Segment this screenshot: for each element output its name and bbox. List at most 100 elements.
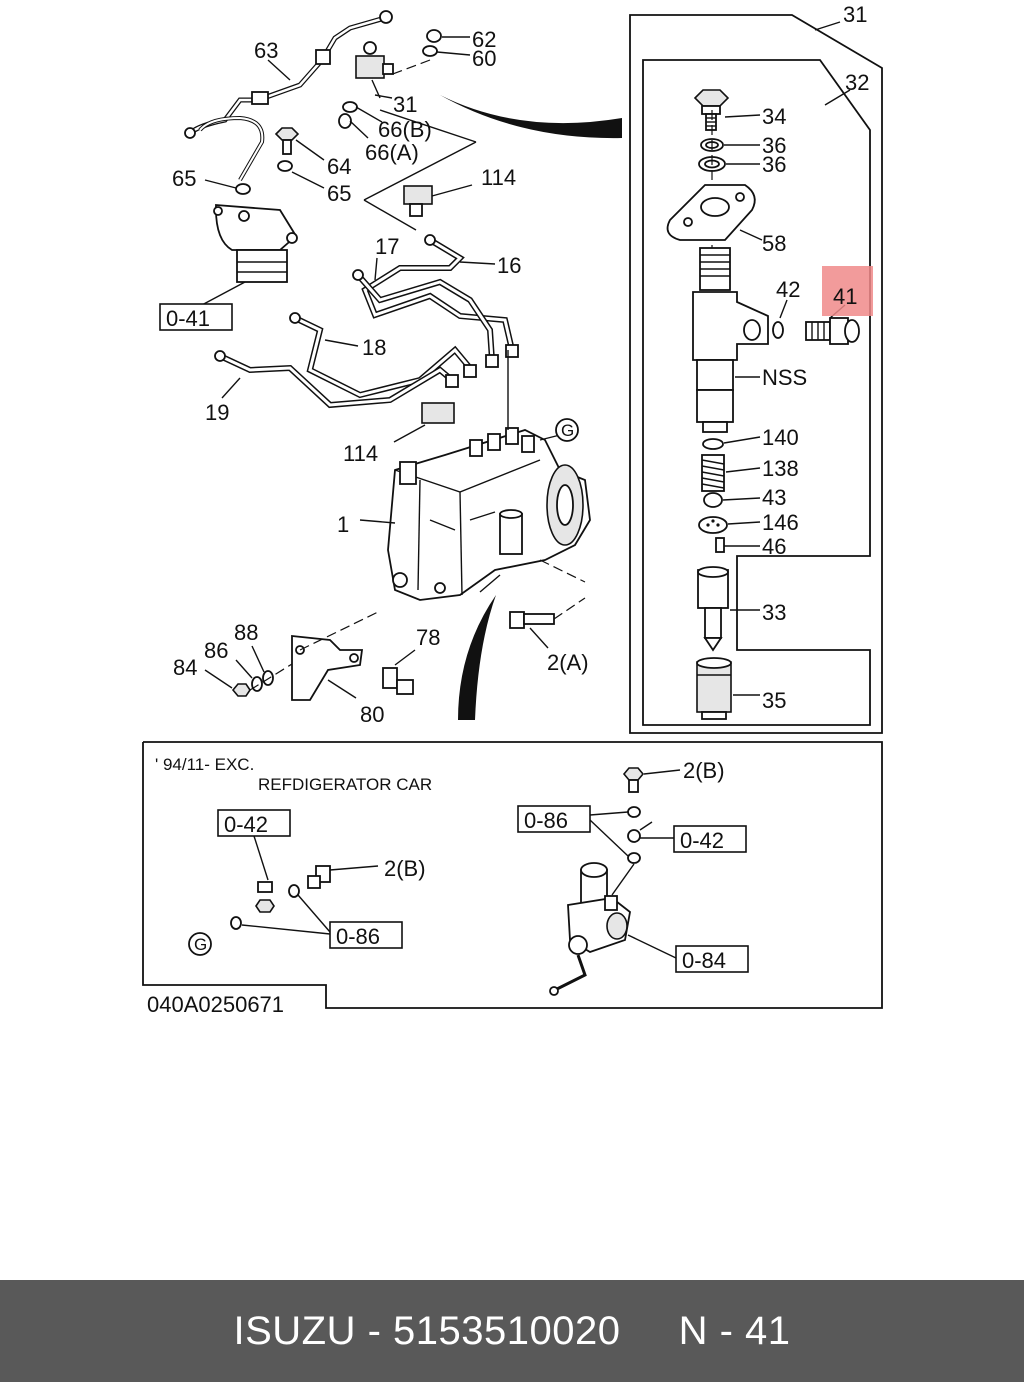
label-46: 46: [762, 534, 786, 559]
label-2a: 2(A): [547, 650, 589, 675]
injector-inset: 31 32 34 36 36 58 42 41 NSS 140 138 43 1…: [629, 2, 883, 734]
washer-icon: [422, 45, 438, 57]
bracket-icon: [291, 635, 364, 701]
label-17: 17: [375, 234, 399, 259]
bolt-icon: [274, 127, 300, 155]
label-35: 35: [762, 688, 786, 713]
label-63: 63: [254, 38, 278, 63]
label-84: 84: [173, 655, 197, 680]
ref-box-0-86[interactable]: [329, 921, 403, 949]
spring-seat-icon: [703, 492, 723, 508]
washer-icon: [772, 321, 784, 339]
bolt-icon: [622, 767, 645, 793]
spring-icon: [701, 454, 725, 492]
label-16: 16: [497, 253, 521, 278]
label-58: 58: [762, 231, 786, 256]
ref-label: 0-42: [680, 828, 724, 853]
label-138: 138: [762, 456, 799, 481]
pipe-clip-icon: [421, 402, 455, 424]
label-65: 65: [172, 166, 196, 191]
washer-icon: [262, 670, 274, 686]
label-19: 19: [205, 400, 229, 425]
label-36: 36: [762, 133, 786, 158]
washer-icon: [702, 438, 724, 450]
nut-icon: [231, 683, 251, 697]
label-18: 18: [362, 335, 386, 360]
injection-pump-icon: [387, 427, 591, 601]
label-64: 64: [327, 154, 351, 179]
bolt-icon: [693, 89, 730, 131]
label-66a: 66(A): [365, 140, 419, 165]
callout-swoosh: [440, 95, 622, 139]
label-nss: NSS: [762, 365, 807, 390]
ref-label: 0-84: [682, 948, 726, 973]
washer-icon: [235, 183, 251, 195]
callout-swoosh: [458, 595, 496, 720]
label-78: 78: [416, 625, 440, 650]
bolt-icon: [382, 667, 414, 695]
nozzle-holder-icon: [692, 247, 769, 433]
footer-part-number: ISUZU - 5153510020 N - 41: [233, 1308, 791, 1353]
note-vehicle: REFDIGERATOR CAR: [258, 775, 432, 794]
label-86: 86: [204, 638, 228, 663]
feed-pump-icon: [549, 862, 635, 996]
label-88: 88: [234, 620, 258, 645]
bolt-icon: [509, 611, 555, 629]
ref-box-0-86[interactable]: [517, 805, 591, 833]
label-g: G: [194, 935, 207, 954]
washer-icon: [342, 101, 358, 113]
diagram-code: 040A0250671: [147, 992, 284, 1017]
ground-point-icon: [188, 932, 212, 956]
ref-label: 0-41: [166, 306, 210, 331]
union-fitting-icon: [805, 317, 860, 345]
label-g: G: [561, 421, 574, 440]
washer-icon: [627, 852, 641, 864]
label-34: 34: [762, 104, 786, 129]
bolt-icon: [307, 865, 331, 889]
ref-box-0-42[interactable]: [673, 825, 747, 853]
ref-box-0-42[interactable]: [217, 809, 291, 837]
parts-diagram: 31 32 34 36 36 58 42 41 NSS 140 138 43 1…: [142, 2, 883, 1017]
label-36: 36: [762, 152, 786, 177]
washer-icon: [251, 676, 263, 692]
washer-icon: [230, 916, 242, 930]
pin-icon: [715, 537, 725, 553]
retaining-nut-icon: [696, 657, 732, 720]
ground-point-icon: [555, 418, 579, 442]
washer-icon: [627, 806, 641, 818]
banjo-fitting-icon: [355, 55, 385, 79]
highlight-box: [822, 266, 873, 316]
label-114: 114: [343, 441, 378, 466]
fitting-icon: [627, 821, 653, 843]
label-43: 43: [762, 485, 786, 510]
label-32: 32: [845, 70, 869, 95]
spacer-icon: [698, 516, 728, 534]
washer-icon: [277, 160, 293, 172]
ref-label: 0-42: [224, 812, 268, 837]
nozzle-icon: [697, 566, 729, 652]
label-66b: 66(B): [378, 117, 432, 142]
label-114: 114: [481, 165, 516, 190]
label-146: 146: [762, 510, 799, 535]
main-assembly: 63 62 60 31 66(B) 66(A) 64 65 65 114 17 …: [159, 10, 591, 727]
label-41: 41: [833, 284, 857, 309]
label-140: 140: [762, 425, 799, 450]
note-date: ' 94/11- EXC.: [155, 755, 254, 774]
label-65: 65: [327, 181, 351, 206]
ref-box-0-84[interactable]: [675, 945, 749, 973]
washer-icon: [288, 884, 300, 898]
label-1: 1: [337, 512, 349, 537]
label-31: 31: [393, 92, 417, 117]
nut-icon: [426, 29, 442, 43]
label-2b: 2(B): [384, 856, 426, 881]
label-2b: 2(B): [683, 758, 725, 783]
label-60: 60: [472, 46, 496, 71]
footer-banner: ISUZU - 5153510020 N - 41: [0, 1280, 1024, 1382]
label-31: 31: [843, 2, 867, 27]
label-62: 62: [472, 27, 496, 52]
ref-label: 0-86: [524, 808, 568, 833]
pipe-clip-icon: [403, 185, 433, 217]
ref-box-0-41[interactable]: [159, 303, 233, 331]
fitting-icon: [255, 881, 275, 913]
label-33: 33: [762, 600, 786, 625]
